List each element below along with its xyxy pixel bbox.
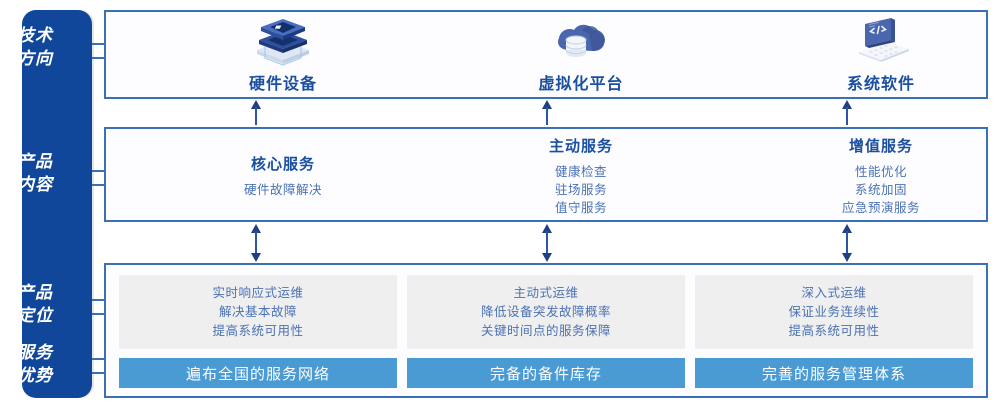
arrow-double-active-service	[538, 224, 556, 267]
rail-label-tech-direction: 技术 方向	[0, 24, 70, 70]
product-content-box: 核心服务 硬件故障解决 主动服务 健康检查 驻场服务 值守服务 增值服务 性能优…	[104, 127, 988, 222]
content-title-core-service: 核心服务	[250, 155, 315, 173]
laptop-code-icon	[849, 16, 913, 66]
content-column-value-added-service[interactable]: 增值服务 性能优化 系统加固 应急预演服务	[746, 129, 1000, 220]
rail-label-service-advantage-line2: 优势	[17, 366, 53, 385]
content-title-active-service: 主动服务	[548, 137, 613, 155]
content-item: 健康检查	[554, 164, 607, 179]
rail-label-tech-direction-line2: 方向	[17, 49, 53, 68]
rail-label-service-advantage-line1: 服务	[17, 343, 53, 362]
rail-label-product-content-line2: 内容	[17, 175, 53, 194]
tech-label-virtualization: 虚拟化平台	[538, 75, 624, 93]
tech-label-system-software: 系统软件	[846, 75, 915, 93]
tech-column-system-software[interactable]: 系统软件	[746, 12, 1000, 97]
advantage-bar-spare-parts[interactable]: 完备的备件库存	[407, 358, 685, 388]
position-line: 保证业务连续性	[788, 304, 880, 319]
advantage-bar-service-network[interactable]: 遍布全国的服务网络	[119, 358, 397, 388]
position-column-proactive[interactable]: 主动式运维 降低设备突发故障概率 关键时间点的服务保障 完备的备件库存	[407, 275, 685, 388]
position-panel-indepth: 深入式运维 保证业务连续性 提高系统可用性	[695, 275, 973, 349]
tech-direction-box: 硬件设备 虚拟化平台	[104, 10, 988, 99]
position-panel-proactive: 主动式运维 降低设备突发故障概率 关键时间点的服务保障	[407, 275, 685, 349]
position-line: 关键时间点的服务保障	[480, 323, 611, 338]
advantage-bar-label: 完备的备件库存	[489, 365, 602, 383]
position-line: 提高系统可用性	[212, 323, 304, 338]
connector-tech-direction-upper	[92, 43, 112, 45]
connector-tech-direction-lower	[92, 57, 112, 59]
rail-label-product-position-line1: 产品	[17, 283, 53, 302]
arrow-up-hardware	[247, 100, 265, 130]
position-line: 解决基本故障	[218, 304, 297, 319]
left-rail	[22, 10, 92, 398]
cloud-database-icon	[549, 16, 613, 66]
tech-column-virtualization[interactable]: 虚拟化平台	[446, 12, 716, 97]
content-item: 性能优化	[854, 164, 907, 179]
content-item: 值守服务	[554, 200, 607, 215]
position-line: 实时响应式运维	[212, 285, 304, 300]
connector-product-content-lower	[92, 184, 112, 186]
advantage-bar-management-system[interactable]: 完善的服务管理体系	[695, 358, 973, 388]
position-line: 深入式运维	[801, 285, 867, 300]
server-stack-icon	[251, 16, 315, 66]
content-item: 应急预演服务	[841, 200, 920, 215]
product-position-advantage-box: 实时响应式运维 解决基本故障 提高系统可用性 遍布全国的服务网络 主动式运维 降…	[104, 263, 988, 398]
arrow-up-virtualization	[538, 100, 556, 130]
content-item: 驻场服务	[554, 182, 607, 197]
arrow-double-value-added-service	[838, 224, 856, 267]
content-column-core-service[interactable]: 核心服务 硬件故障解决	[148, 129, 418, 220]
position-column-realtime[interactable]: 实时响应式运维 解决基本故障 提高系统可用性 遍布全国的服务网络	[119, 275, 397, 388]
position-line: 降低设备突发故障概率	[480, 304, 611, 319]
content-item: 硬件故障解决	[243, 182, 322, 197]
connector-service-advantage-upper	[92, 358, 112, 360]
tech-column-hardware[interactable]: 硬件设备	[148, 12, 418, 97]
rail-label-tech-direction-line1: 技术	[17, 26, 53, 45]
rail-label-service-advantage: 服务 优势	[0, 341, 70, 387]
content-item: 系统加固	[854, 182, 907, 197]
advantage-bar-label: 完善的服务管理体系	[761, 365, 906, 383]
advantage-bar-label: 遍布全国的服务网络	[185, 365, 330, 383]
content-title-value-added-service: 增值服务	[848, 137, 913, 155]
connector-product-content-upper	[92, 170, 112, 172]
rail-label-product-position: 产品 定位	[0, 281, 70, 327]
position-panel-realtime: 实时响应式运维 解决基本故障 提高系统可用性	[119, 275, 397, 349]
tech-label-hardware: 硬件设备	[248, 75, 317, 93]
connector-product-position-upper	[92, 299, 112, 301]
position-column-indepth[interactable]: 深入式运维 保证业务连续性 提高系统可用性 完善的服务管理体系	[695, 275, 973, 388]
rail-label-product-position-line2: 定位	[17, 306, 53, 325]
rail-label-product-content: 产品 内容	[0, 150, 70, 196]
rail-label-product-content-line1: 产品	[17, 152, 53, 171]
connector-product-position-lower	[92, 313, 112, 315]
arrow-up-system-software	[838, 100, 856, 130]
position-line: 提高系统可用性	[788, 323, 880, 338]
connector-service-advantage-lower	[92, 372, 112, 374]
arrow-double-core-service	[247, 224, 265, 267]
content-column-active-service[interactable]: 主动服务 健康检查 驻场服务 值守服务	[446, 129, 716, 220]
position-line: 主动式运维	[513, 285, 579, 300]
